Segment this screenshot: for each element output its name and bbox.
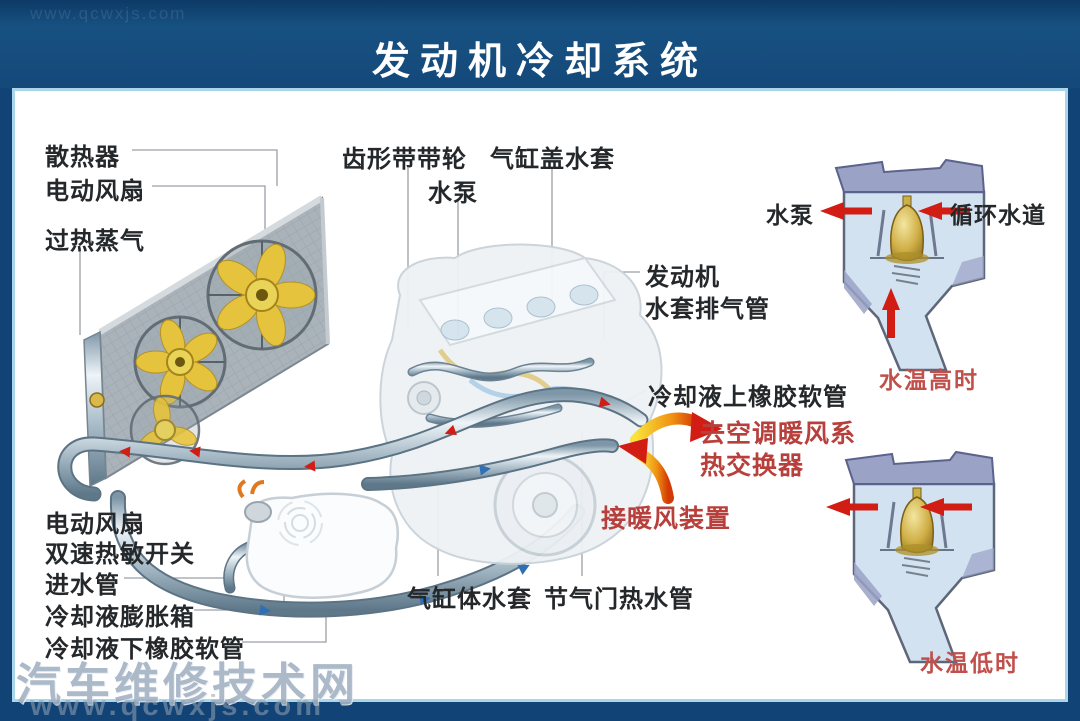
watermark-top: www.qcwxjs.com [30, 4, 187, 23]
label-upper-hose: 冷却液上橡胶软管 [648, 384, 848, 411]
label-water-pump: 水泵 [428, 180, 478, 207]
label-dual-speed-switch: 双速热敏开关 [45, 541, 195, 568]
label-to-heater-1: 去空调暖风系 [700, 420, 857, 448]
label-overheat-steam: 过热蒸气 [45, 228, 145, 255]
label-cylinder-block-jacket: 气缸体水套 [407, 586, 532, 613]
page-title: 发动机冷却系统 [371, 41, 708, 83]
label-electric-fan-top: 电动风扇 [45, 178, 145, 205]
label-toothed-belt-pulley: 齿形带带轮 [342, 146, 467, 173]
label-expansion-tank: 冷却液膨胀箱 [45, 604, 195, 631]
label-heater-connect: 接暖风装置 [601, 505, 732, 533]
caption-low-temp: 水温低时 [920, 650, 1020, 676]
title-bar [0, 0, 1080, 88]
caption-high-temp: 水温高时 [879, 367, 979, 393]
label-engine: 发动机 [645, 264, 720, 291]
label-lower-hose: 冷却液下橡胶软管 [45, 636, 245, 663]
label-radiator: 散热器 [45, 144, 120, 171]
watermark-site-name: 汽车维修技术网 [16, 659, 360, 710]
watermark-site-url: www.qcwxjs.com [30, 690, 326, 721]
label-engine-jacket-vent: 水套排气管 [645, 296, 770, 323]
label-to-heater-2: 热交换器 [700, 452, 805, 480]
label-inset-water-pump: 水泵 [766, 202, 814, 228]
label-inlet-pipe: 进水管 [45, 572, 120, 599]
label-throttle-pipe: 节气门热水管 [544, 586, 694, 613]
label-inset-circulation: 循环水道 [950, 202, 1046, 228]
label-cylinder-head-jacket: 气缸盖水套 [490, 146, 615, 173]
